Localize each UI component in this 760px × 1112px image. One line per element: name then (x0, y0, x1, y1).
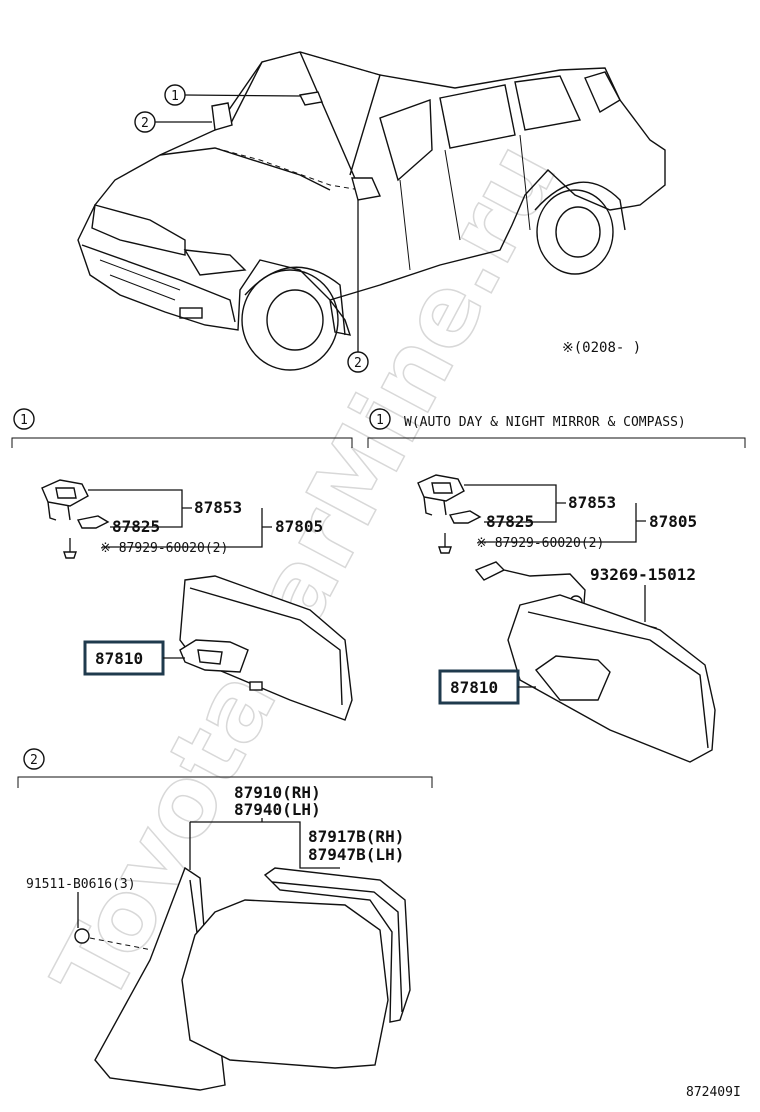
part-87805: 87805 (275, 517, 323, 536)
figure-id: 872409I (686, 1085, 741, 1100)
section-2-marker: 2 (30, 753, 38, 768)
callout-2-label: 2 (141, 116, 149, 131)
part-87910: 87910(RH) (234, 783, 321, 802)
vehicle-illustration (77, 51, 666, 371)
part-93269: 93269-15012 (590, 565, 696, 584)
part-91511: 91511-B0616(3) (26, 877, 136, 892)
section-1-standard-mirror: 1 87853 87825 87805 ※ 87929-60020(2) 878… (11, 408, 353, 721)
part-87825-b: 87825 (486, 512, 534, 531)
section-1b-caption: W(AUTO DAY & NIGHT MIRROR & COMPASS) (404, 415, 686, 430)
callout-2-top: 2 (134, 111, 212, 133)
callout-1-top: 1 (164, 84, 301, 106)
part-87810: 87810 (95, 649, 143, 668)
production-date-note: ※(0208- ) (562, 340, 641, 356)
part-87853-b: 87853 (568, 493, 616, 512)
callout-2-bottom: 2 (347, 200, 369, 373)
part-87940: 87940(LH) (234, 800, 321, 819)
part-87929-b: ※ 87929-60020(2) (476, 536, 604, 551)
callout-1-label: 1 (171, 89, 179, 104)
section-1b-marker: 1 (376, 413, 384, 428)
section-2-outer-mirror: 2 87910(RH) 87940(LH) 87917B(RH) 87947B(… (17, 748, 433, 1091)
part-87917: 87917B(RH) (308, 827, 404, 846)
part-87810-b: 87810 (450, 678, 498, 697)
part-87805-b: 87805 (649, 512, 697, 531)
section-1-auto-dimming-mirror: 1 W(AUTO DAY & NIGHT MIRROR & COMPASS) 8… (367, 408, 746, 763)
callout-2-bottom-label: 2 (354, 356, 362, 371)
part-87853: 87853 (194, 498, 242, 517)
part-87947: 87947B(LH) (308, 845, 404, 864)
part-87929: ※ 87929-60020(2) (100, 541, 228, 556)
part-87825: 87825 (112, 517, 160, 536)
section-1-marker: 1 (20, 413, 28, 428)
